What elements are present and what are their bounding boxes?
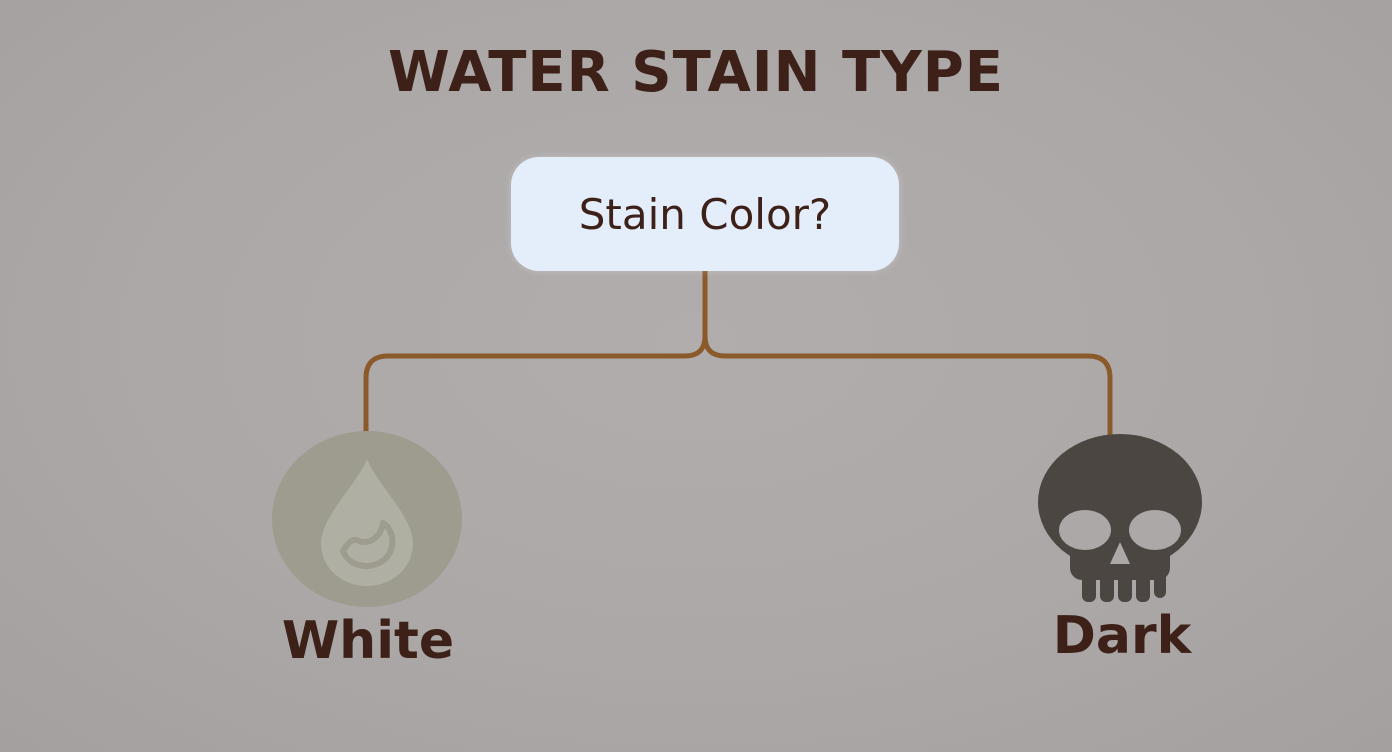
diagram-title: WATER STAIN TYPE	[387, 40, 1005, 105]
question-label: Stain Color?	[578, 189, 832, 239]
question-node: Stain Color?	[511, 157, 899, 271]
branch-label-dark: Dark	[1052, 606, 1192, 666]
skull-icon	[1030, 430, 1210, 610]
branch-label-white: White	[281, 611, 455, 671]
water-drop-icon	[313, 455, 421, 590]
